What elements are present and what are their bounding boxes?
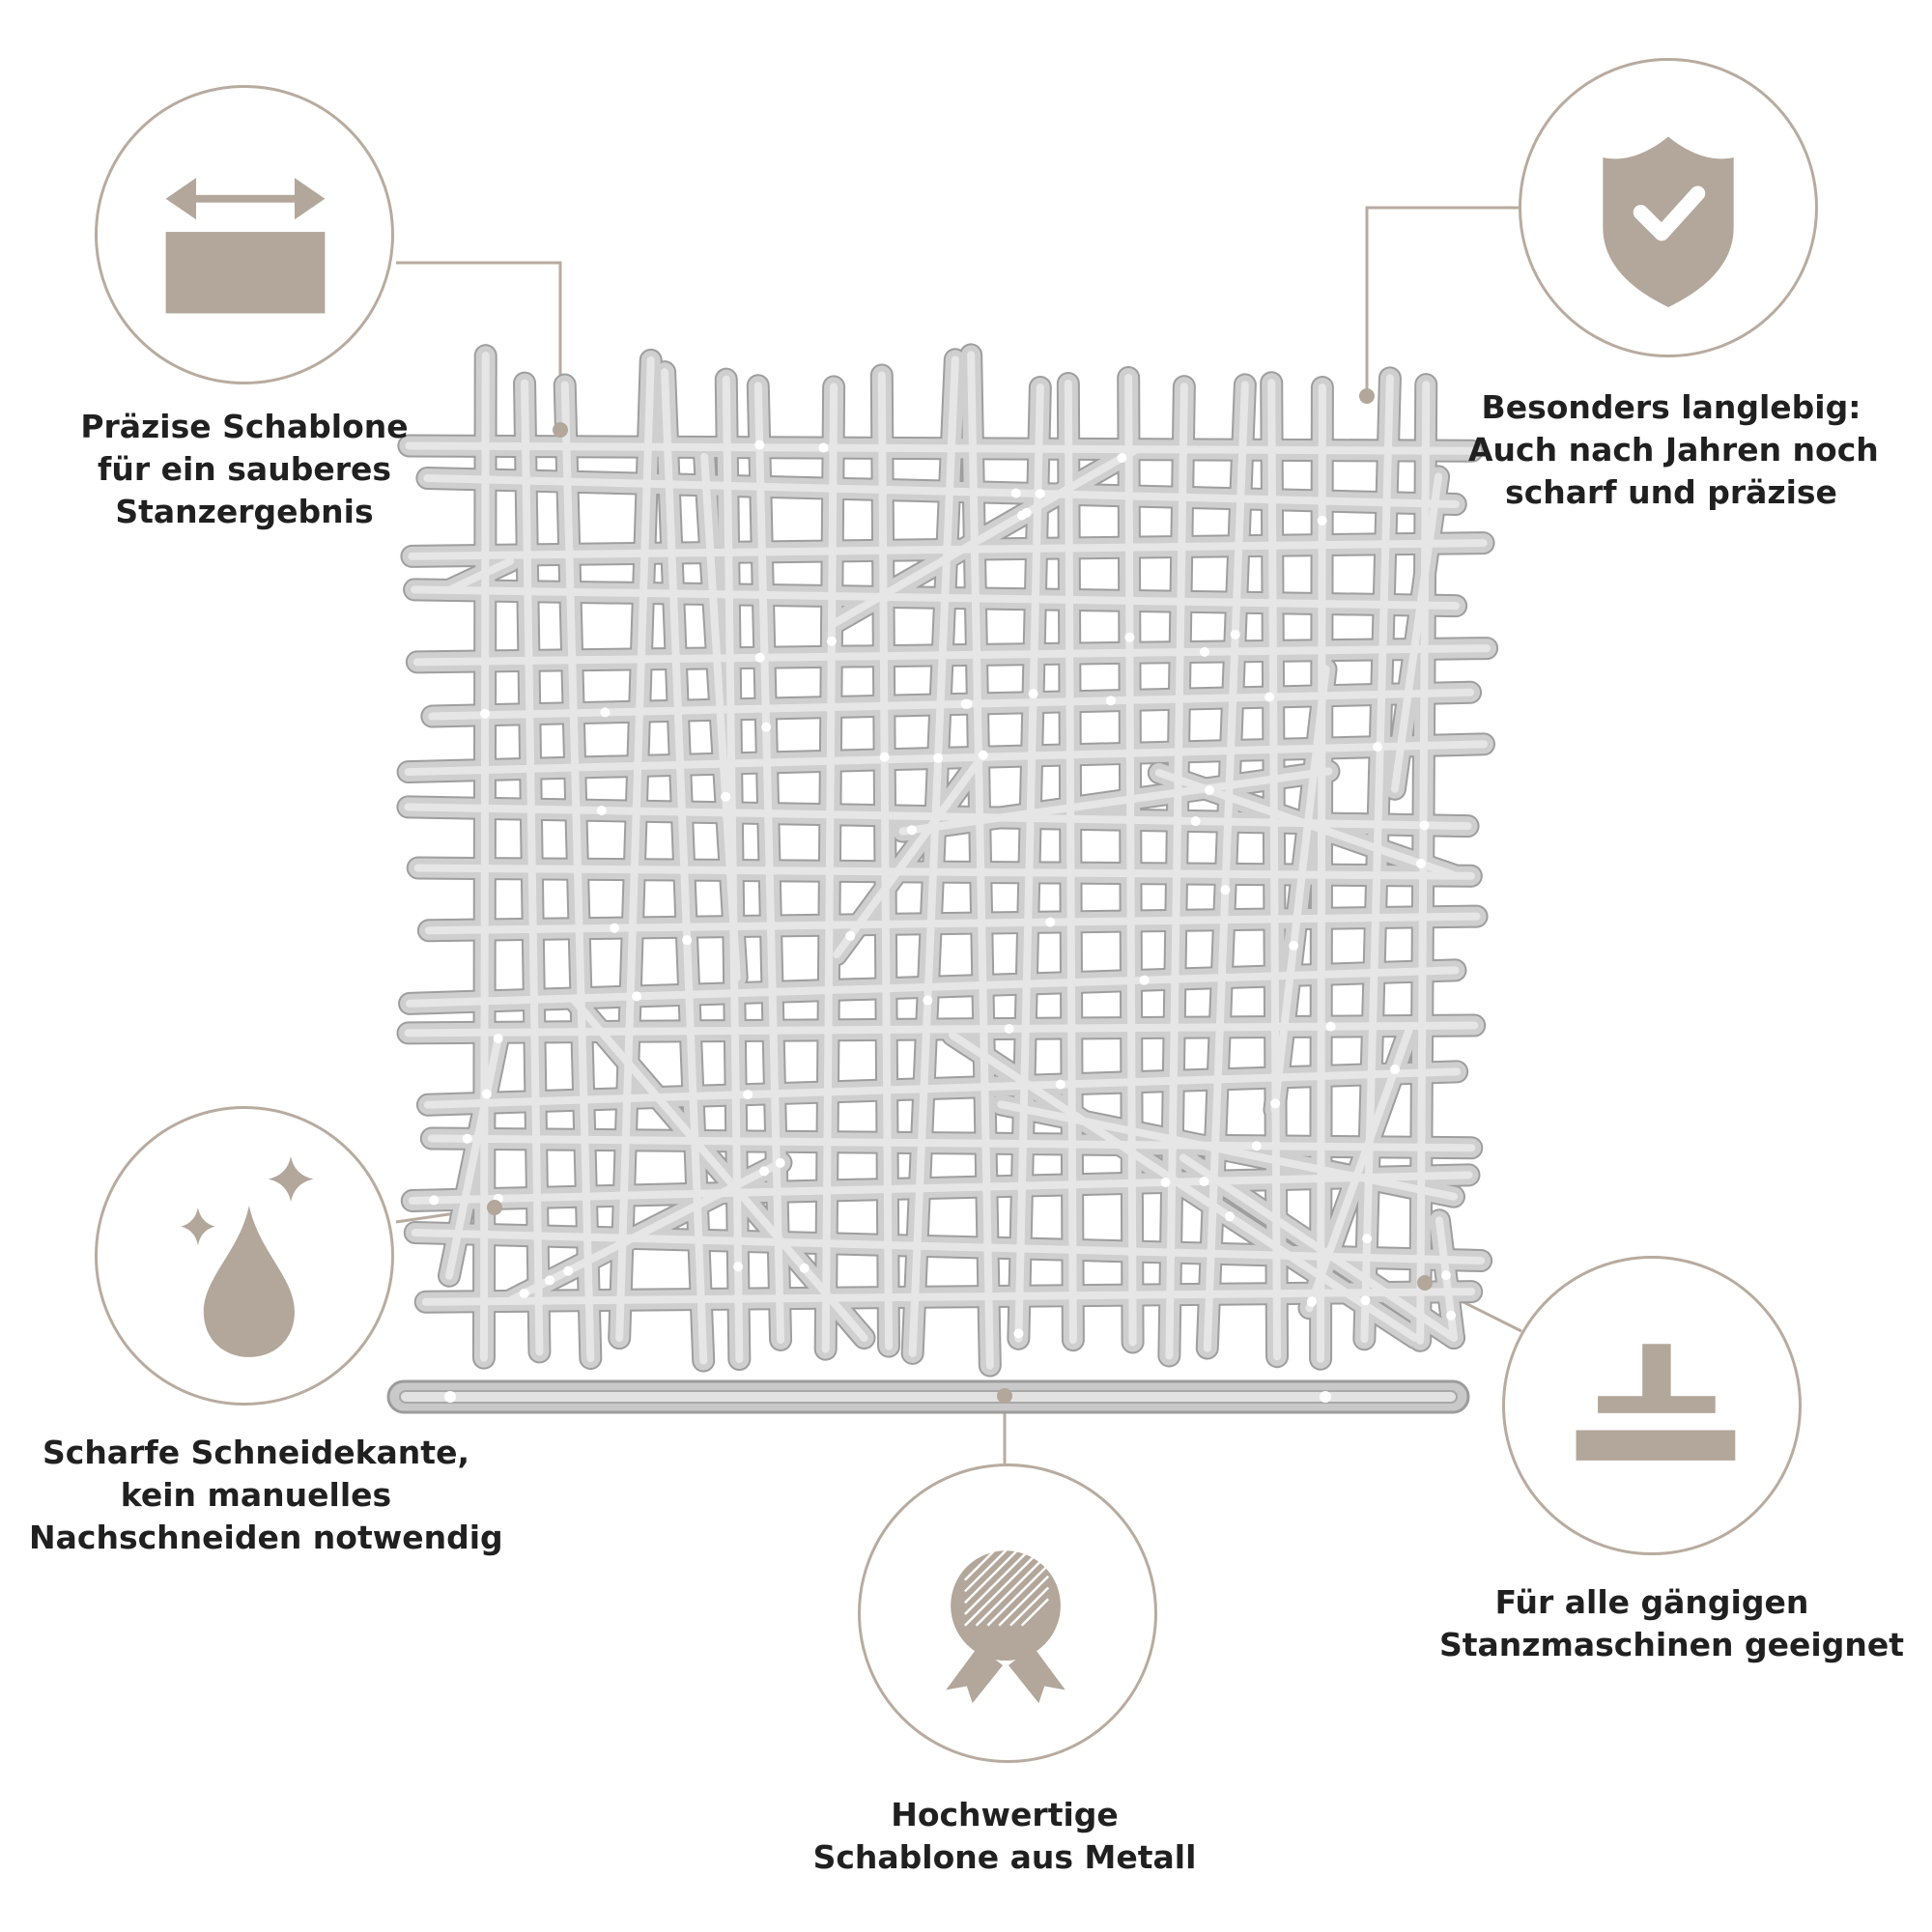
caption-quality-metal: Hochwertige Schablone aus Metall xyxy=(812,1796,1197,1876)
droplet-sparkle-icon xyxy=(181,1156,314,1357)
connector-precise-stencil xyxy=(396,261,562,430)
press-stamp-icon xyxy=(1576,1344,1736,1461)
award-medal-icon xyxy=(946,1550,1065,1704)
width-arrow-icon xyxy=(165,178,326,314)
feature-circle-sharp-edge xyxy=(95,1106,394,1406)
connector-lines xyxy=(395,206,1522,1463)
caption-precise-stencil: Präzise Schablone für ein sauberes Stanz… xyxy=(80,408,409,530)
metal-die-stencil xyxy=(396,343,1499,1378)
connector-durable xyxy=(1365,206,1519,396)
connector-dots xyxy=(487,388,1433,1404)
feature-circle-compatible xyxy=(1502,1256,1802,1555)
metal-strip xyxy=(386,1379,1470,1414)
caption-compatible: Für alle gängigen Stanzmaschinen geeigne… xyxy=(1439,1583,1904,1663)
caption-sharp-edge: Scharfe Schneidekante, kein manuelles Na… xyxy=(29,1434,503,1556)
feature-circle-durable xyxy=(1519,58,1818,357)
feature-circle-precise-stencil xyxy=(95,85,394,384)
feature-circle-quality-metal xyxy=(858,1463,1157,1763)
shield-check-icon xyxy=(1603,136,1734,307)
caption-durable: Besonders langlebig: Auch nach Jahren no… xyxy=(1468,388,1879,511)
